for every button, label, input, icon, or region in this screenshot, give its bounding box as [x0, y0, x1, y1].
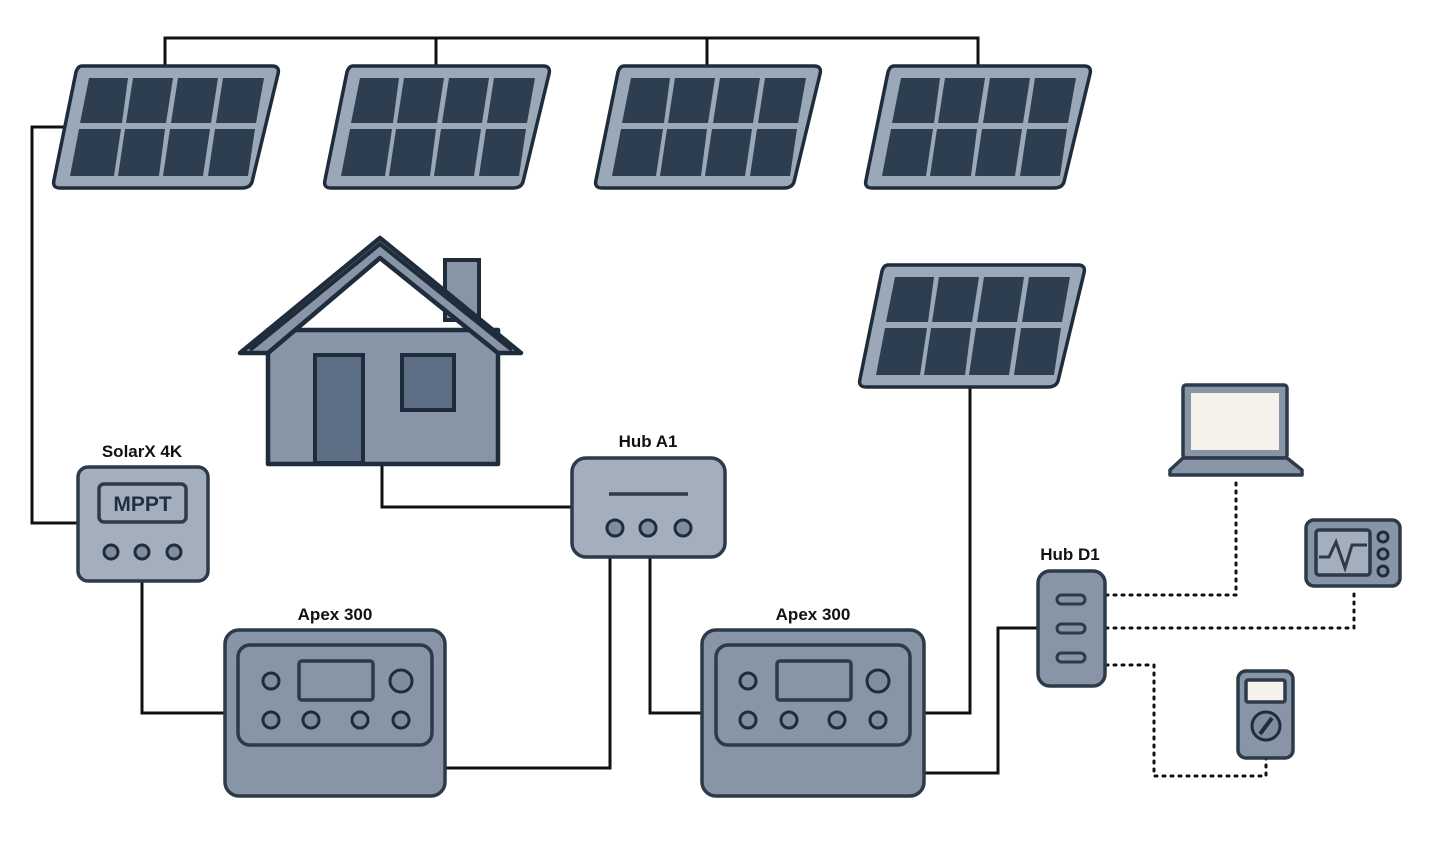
apex-right-label: Apex 300 — [776, 605, 851, 624]
solar-panel-icon — [863, 64, 1093, 190]
solar-panel-icon — [593, 64, 823, 190]
solarx-4k-controller: SolarX 4K MPPT — [76, 442, 210, 583]
solar-panel-icon — [857, 263, 1087, 389]
multimeter-icon — [1236, 669, 1295, 760]
apex-left-label: Apex 300 — [298, 605, 373, 624]
wiring — [30, 36, 1356, 778]
apex-300-left: Apex 300 — [223, 605, 447, 798]
oscilloscope-icon — [1304, 518, 1402, 588]
house-to-hub-a1-wire — [380, 464, 572, 509]
solar-panel-icon — [322, 64, 552, 190]
hub-a1-to-apex-right-wire — [648, 557, 702, 715]
panel-to-solarx-wire — [30, 125, 78, 525]
solar-panel-icon — [51, 64, 281, 190]
hub-d1-to-multimeter-wire — [1104, 663, 1268, 778]
apex-right-to-hub-d1-wire — [924, 626, 1038, 775]
house-icon — [237, 235, 524, 467]
hub-a1: Hub A1 — [570, 432, 727, 559]
hub-a1-label: Hub A1 — [619, 432, 678, 451]
panel-bus-wire — [163, 36, 980, 68]
hub-d1-to-laptop-wire — [1104, 476, 1238, 597]
hub-d1-label: Hub D1 — [1040, 545, 1100, 564]
laptop-icon — [1168, 383, 1304, 477]
solarx-to-apex-left-wire — [140, 582, 225, 715]
apex-300-right: Apex 300 — [700, 605, 926, 798]
mppt-display: MPPT — [113, 493, 172, 516]
panel-to-apex-right-wire — [924, 387, 972, 715]
hub-a1-to-apex-left-wire — [445, 557, 612, 770]
hub-d1-to-oscilloscope-wire — [1104, 588, 1356, 630]
solarx-label: SolarX 4K — [102, 442, 183, 461]
hub-d1: Hub D1 — [1036, 545, 1107, 688]
